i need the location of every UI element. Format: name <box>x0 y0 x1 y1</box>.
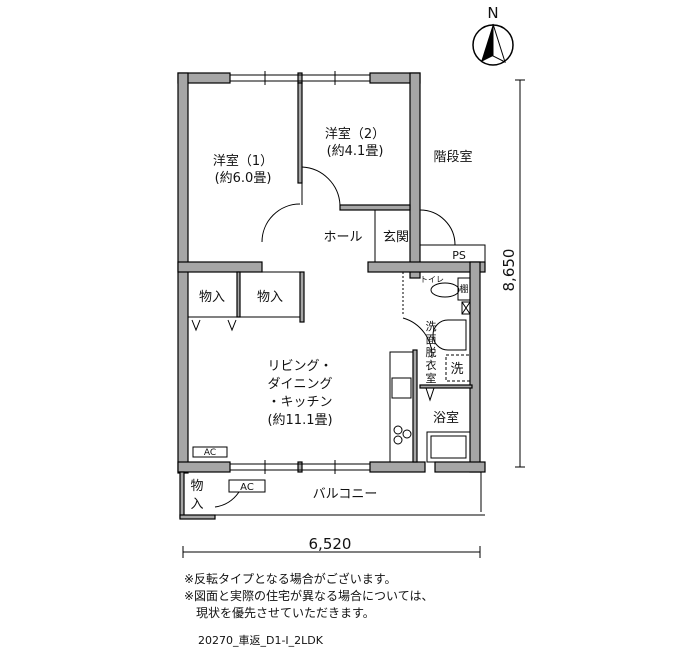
windows <box>230 71 370 474</box>
bedroom2-size: (約4.1畳) <box>327 144 384 159</box>
sink-icon <box>432 319 467 351</box>
plan-code: 20270_車返_D1-I_2LDK <box>198 634 323 647</box>
north-arrow-icon: N <box>472 4 514 66</box>
note-2: ※図面と実際の住宅が異なる場合については、 <box>184 589 434 603</box>
washroom-label-2: 面 <box>426 333 437 346</box>
bedroom1-label: 洋室（1） <box>213 153 273 169</box>
balcony-label: バルコニー <box>313 487 378 502</box>
toilet-label: トイレ <box>420 275 444 284</box>
balcony-closet-label-1: 物 <box>190 479 203 494</box>
washroom-label-4: 衣 <box>426 358 437 372</box>
hall-label: ホール <box>323 230 362 245</box>
bedroom2-label: 洋室（2） <box>325 126 385 142</box>
balcony-closet-label-2: 入 <box>190 497 203 512</box>
stairwell-label: 階段室 <box>433 149 472 165</box>
note-1: ※反転タイプとなる場合がございます。 <box>184 572 397 586</box>
north-label: N <box>487 4 498 22</box>
washroom-label-3: 脱 <box>426 345 437 359</box>
entrance-label: 玄関 <box>383 230 409 245</box>
toilet-icon <box>430 282 460 298</box>
walls <box>177 72 486 520</box>
doors <box>187 166 486 402</box>
dimension-width: 6,520 <box>309 535 352 553</box>
note-3: 現状を優先させていただきます。 <box>184 606 375 620</box>
ldk-label-2: ダイニング <box>267 377 332 392</box>
ldk-label-3: ・キッチン <box>267 395 332 410</box>
stove-icon <box>393 425 403 435</box>
washer-label: 洗 <box>450 362 463 377</box>
washroom-label-5: 室 <box>426 371 437 385</box>
dimension-height: 8,650 <box>500 249 518 292</box>
ldk-size: (約11.1畳) <box>267 413 332 428</box>
washroom-label-1: 洗 <box>426 320 437 333</box>
dimension-lines <box>182 79 525 558</box>
shelf-label: 棚 <box>459 283 468 295</box>
bedroom1-size: (約6.0畳) <box>215 171 272 186</box>
bath-label: 浴室 <box>433 410 459 426</box>
ps-label: PS <box>452 249 466 262</box>
ldk-label-1: リビング・ <box>267 359 332 374</box>
notes: ※反転タイプとなる場合がございます。 ※図面と実際の住宅が異なる場合については、… <box>184 571 433 622</box>
fixtures <box>180 277 485 516</box>
closet-label-1: 物入 <box>199 290 225 305</box>
ac-label-outdoor: AC <box>240 482 254 493</box>
ac-label-indoor: AC <box>204 448 216 458</box>
closet-label-2: 物入 <box>257 290 283 305</box>
